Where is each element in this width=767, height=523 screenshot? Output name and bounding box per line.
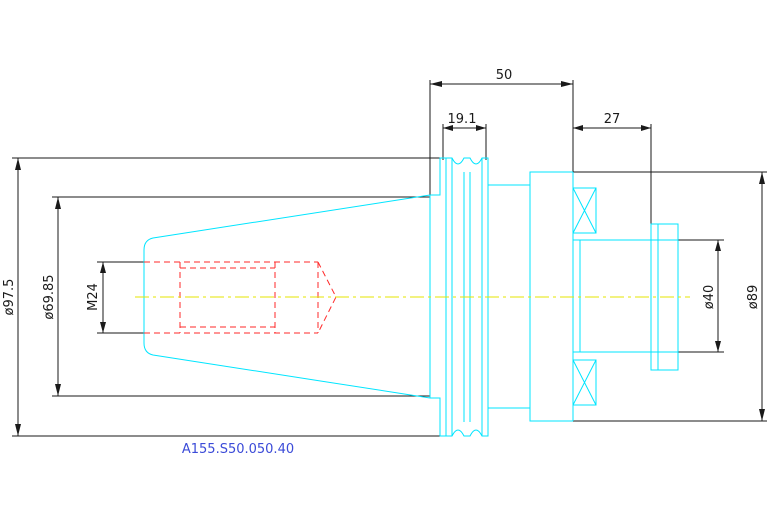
dim-97-5-label: ø97.5: [2, 279, 17, 316]
dim-19-1-label: 19.1: [448, 112, 477, 127]
dim-40-label: ø40: [702, 285, 717, 310]
dim-69-85-label: ø69.85: [42, 274, 57, 319]
dimension-lines: [12, 80, 767, 437]
dim-27-label: 27: [604, 112, 621, 127]
dimension-arrows: [15, 81, 765, 436]
dim-m24-label: M24: [86, 283, 101, 311]
bearing-top: [572, 187, 597, 234]
dim-89-label: ø89: [746, 285, 761, 310]
bearing-bottom: [572, 359, 597, 406]
part-number-label: A155.S50.050.40: [182, 442, 294, 457]
dim-50-label: 50: [496, 68, 513, 83]
